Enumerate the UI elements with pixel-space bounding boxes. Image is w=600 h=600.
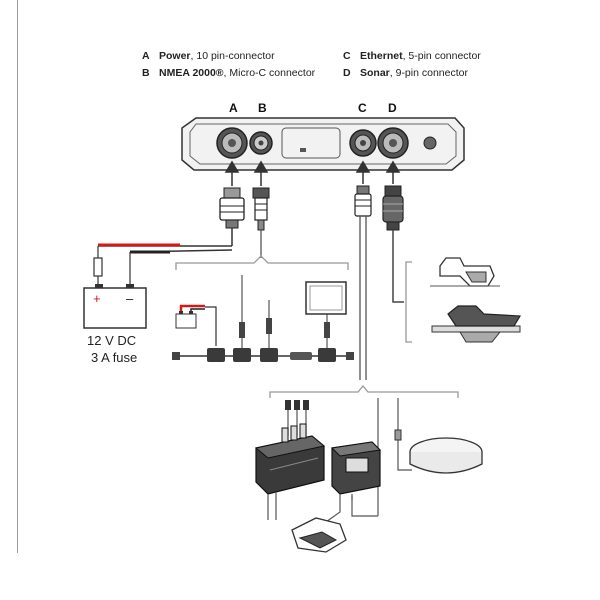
extension-cable [290, 352, 312, 360]
bottom-cables [267, 492, 353, 523]
port-b-nmea-socket [249, 131, 273, 155]
legend-right: C Ethernet, 5-pin connector D Sonar, 9-pin… [343, 48, 481, 82]
t-connector [260, 348, 278, 362]
legend-detail: , 9-pin connector [389, 67, 468, 79]
port-letter-a: A [229, 101, 238, 115]
legend-letter: C [343, 50, 351, 62]
voltage-label: 12 V DC [87, 333, 136, 348]
port-letter-d: D [388, 101, 397, 115]
terminator-left [172, 352, 180, 360]
page-edge-line [17, 0, 18, 553]
legend-letter: B [142, 67, 150, 79]
legend-name: NMEA 2000® [159, 67, 224, 79]
nmea-bracket [175, 230, 349, 270]
fuse-label: 3 A fuse [91, 350, 137, 365]
legend-item-ethernet: C Ethernet, 5-pin connector [343, 48, 481, 65]
legend-left: A Power, 10 pin-connector B NMEA 2000®, Mi… [142, 48, 315, 82]
fuse-holder [93, 257, 103, 277]
legend-detail: , 5-pin connector [402, 50, 481, 62]
legend-item-nmea: B NMEA 2000®, Micro-C connector [142, 65, 315, 82]
t-connector [318, 348, 336, 362]
legend-letter: A [142, 50, 150, 62]
legend-letter: D [343, 67, 351, 79]
ground-terminal [423, 136, 437, 150]
legend-name: Power [159, 50, 191, 62]
t-connector [207, 348, 225, 362]
nmea-battery-icon [175, 313, 197, 329]
network-module-icon [330, 441, 382, 495]
ethernet-plug [354, 185, 372, 217]
battery-minus: – [126, 291, 134, 306]
port-letter-c: C [358, 101, 367, 115]
legend-detail: , Micro-C connector [223, 67, 316, 79]
ethernet-cable [269, 216, 459, 398]
port-letter-b: B [258, 101, 267, 115]
sonar-module-icon [254, 423, 326, 495]
bottom-transducer-icon [291, 517, 347, 553]
hull-transducer-icon [431, 305, 522, 343]
battery-plus: + [93, 291, 101, 306]
radar-dome-icon [409, 437, 483, 474]
nmea-plug [252, 187, 270, 231]
nmea2000-network [172, 275, 354, 362]
legend-name: Sonar [360, 67, 390, 79]
legend-item-sonar: D Sonar, 9-pin connector [343, 65, 481, 82]
instrument-display [305, 281, 347, 315]
legend-name: Ethernet [360, 50, 403, 62]
power-plug [219, 187, 245, 229]
transom-transducer-icon [430, 257, 500, 287]
t-connector [233, 348, 251, 362]
battery-icon: + – [83, 284, 147, 329]
sonar-cable [392, 230, 412, 343]
power-cable [93, 228, 233, 288]
port-a-power-socket [216, 127, 248, 159]
port-c-ethernet-socket [349, 129, 377, 157]
connection-arrows [224, 160, 401, 186]
sonar-plug [382, 185, 404, 231]
legend-detail: , 10 pin-connector [190, 50, 275, 62]
connector-tips [285, 400, 402, 441]
legend-item-power: A Power, 10 pin-connector [142, 48, 315, 65]
terminator-right [346, 352, 354, 360]
port-d-sonar-socket [377, 127, 409, 159]
